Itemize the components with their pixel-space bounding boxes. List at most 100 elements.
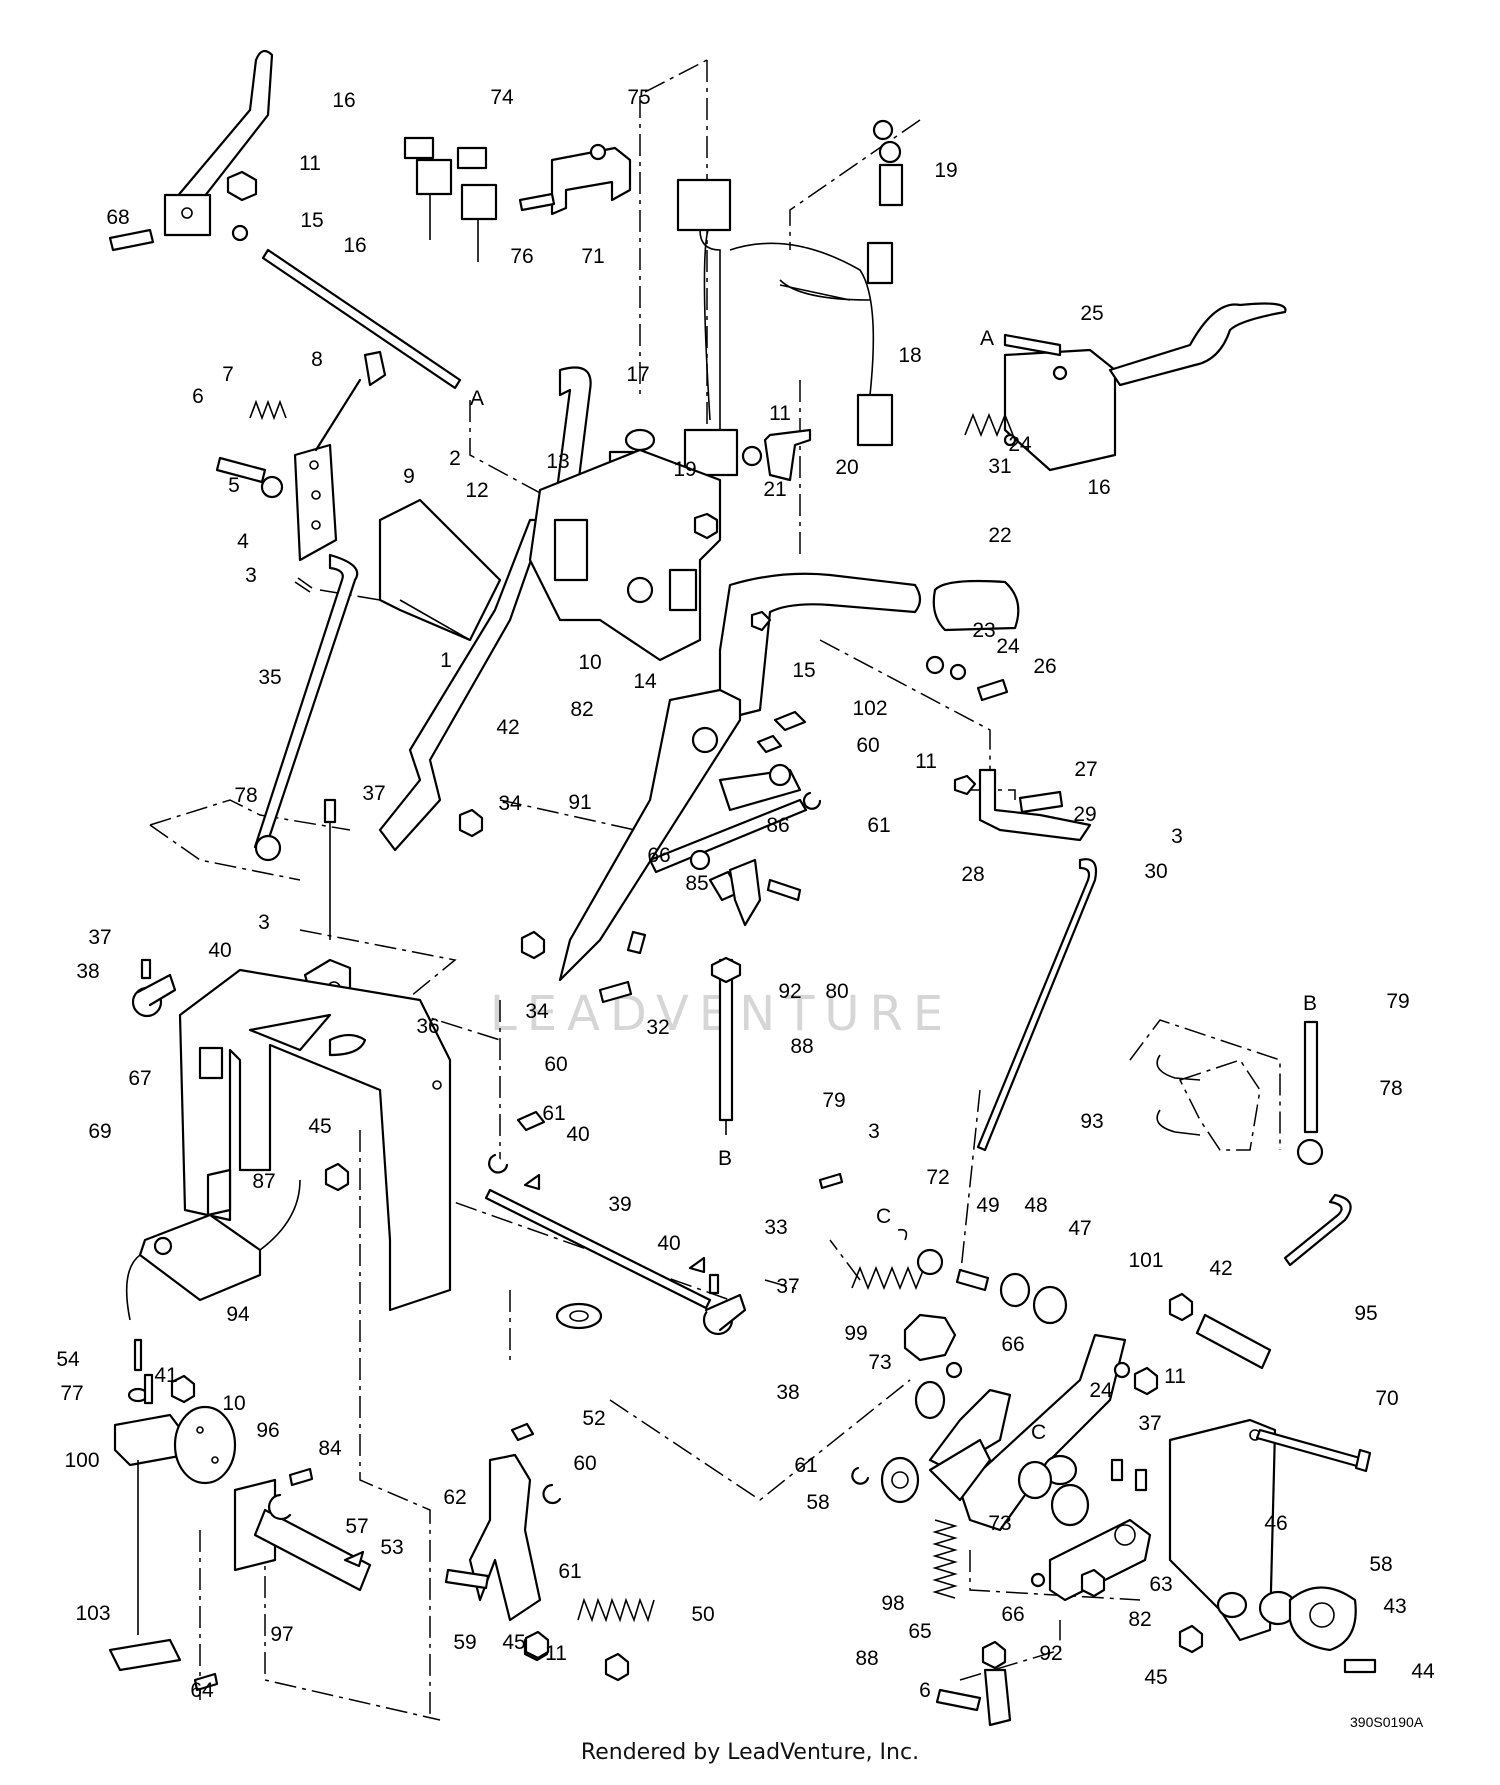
callout-c82b: 82 — [1128, 1608, 1151, 1631]
callout-c102: 102 — [852, 697, 887, 720]
part-13-panel-assembly — [528, 448, 722, 662]
part-15-washer — [231, 224, 249, 242]
callout-c34a: 34 — [498, 792, 522, 815]
callout-c78b: 78 — [1379, 1077, 1402, 1100]
part-101-arm-assembly: C — [928, 1333, 1127, 1532]
callout-c74: 74 — [490, 86, 514, 109]
callout-c34b: 34 — [525, 1000, 549, 1023]
callout-c21: 21 — [763, 478, 786, 501]
callout-c19b: 19 — [673, 458, 696, 481]
callout-c2: 2 — [449, 447, 461, 470]
callout-c37a: 37 — [362, 782, 385, 805]
part-59-bracket-62-60-61-45-50 — [444, 1422, 655, 1682]
callout-c36: 36 — [416, 1015, 439, 1038]
callout-c33: 33 — [764, 1216, 787, 1239]
callout-c76: 76 — [510, 245, 533, 268]
callout-c35: 35 — [258, 666, 281, 689]
callout-c37b: 37 — [88, 926, 111, 949]
callout-c18: 18 — [898, 344, 921, 367]
part-27-28-29-bracket — [953, 768, 1092, 842]
callout-c58b: 58 — [1369, 1553, 1392, 1576]
callout-c11e: 11 — [545, 1642, 567, 1665]
diagram-code: 390S0190A — [1350, 1714, 1424, 1730]
part-73-63-82-link — [1017, 1460, 1152, 1602]
part-67-frame — [178, 968, 452, 1312]
callout-c16b: 16 — [343, 234, 366, 257]
callout-c20: 20 — [835, 456, 858, 479]
callout-c39: 39 — [608, 1193, 631, 1216]
callout-c63: 63 — [1149, 1573, 1172, 1596]
svg-text:C: C — [1031, 1421, 1046, 1444]
part-35-rod — [253, 553, 359, 862]
callout-c10b: 10 — [222, 1392, 245, 1415]
callout-c24c: 24 — [1089, 1379, 1113, 1402]
part-96-97-shaft-assembly — [173, 1405, 372, 1692]
part-45-nut-center-left — [524, 1630, 550, 1660]
part-70-bolt — [1255, 1428, 1372, 1473]
svg-text:C: C — [876, 1205, 891, 1228]
callout-c94: 94 — [226, 1303, 250, 1326]
callout-c66c: 66 — [1001, 1603, 1024, 1626]
callout-c71: 71 — [581, 245, 604, 268]
callout-c10a: 10 — [578, 651, 601, 674]
svg-text:A: A — [470, 387, 484, 410]
callout-c48: 48 — [1024, 1194, 1047, 1217]
callout-c61b: 61 — [542, 1102, 565, 1125]
part-37-setscrew-right — [1110, 1458, 1148, 1492]
part-46-plate — [1168, 1418, 1277, 1642]
callout-c77: 77 — [60, 1382, 83, 1405]
callout-c17: 17 — [626, 363, 649, 386]
callout-c101: 101 — [1128, 1249, 1163, 1272]
callout-c99: 99 — [844, 1322, 867, 1345]
callout-c52: 52 — [582, 1407, 605, 1430]
callout-c84: 84 — [318, 1437, 342, 1460]
callout-c75: 75 — [627, 86, 650, 109]
part-6-bolt-5-spacer — [215, 456, 284, 499]
callout-c88b: 88 — [855, 1647, 878, 1670]
part-16-shift-lever-upper — [163, 49, 274, 237]
assembly-lines — [149, 59, 1281, 1721]
callout-c14: 14 — [633, 670, 657, 693]
callout-c3c: 3 — [258, 911, 270, 934]
callout-c15a: 15 — [300, 209, 323, 232]
callout-c43: 43 — [1383, 1595, 1406, 1618]
callout-c57: 57 — [345, 1515, 368, 1538]
part-54-77-41-100-103-left-assembly — [108, 1338, 196, 1672]
callout-c32: 32 — [646, 1016, 669, 1039]
callout-c73a: 73 — [868, 1351, 891, 1374]
callout-c31: 31 — [988, 455, 1011, 478]
callout-c40a: 40 — [208, 939, 231, 962]
callout-c86: 86 — [766, 814, 789, 837]
callout-c100: 100 — [64, 1449, 99, 1472]
callout-c4: 4 — [237, 530, 249, 553]
part-58-43-44-bearing — [1178, 1586, 1377, 1674]
callout-c30: 30 — [1144, 860, 1167, 883]
part-20-clip — [741, 428, 812, 482]
part-31-spring — [964, 412, 1017, 447]
callout-c24b: 24 — [996, 635, 1020, 658]
callout-c29: 29 — [1073, 803, 1096, 826]
callout-c60b: 60 — [544, 1053, 567, 1076]
callout-c45a: 45 — [308, 1115, 331, 1138]
callout-c1: 1 — [440, 649, 452, 672]
callout-c69: 69 — [88, 1120, 111, 1143]
callout-c68: 68 — [106, 206, 129, 229]
callout-c11d: 11 — [1164, 1365, 1186, 1388]
callout-c92a: 92 — [778, 980, 801, 1003]
part-98-65-spring-88-92 — [932, 1519, 1012, 1727]
callout-c5: 5 — [228, 474, 240, 497]
callout-c65: 65 — [908, 1620, 931, 1643]
part-24-11-washer-nut — [1113, 1361, 1159, 1396]
part-1-handle-left — [378, 366, 592, 852]
part-68-bolt — [108, 228, 155, 252]
callout-c78a: 78 — [234, 784, 257, 807]
part-42-51-spacer — [1168, 1292, 1272, 1370]
callout-c22: 22 — [988, 524, 1011, 547]
callout-c60c: 60 — [573, 1452, 596, 1475]
part-52-washer — [555, 1302, 603, 1330]
callout-c49: 49 — [976, 1194, 999, 1217]
part-23-24-26-hardware — [925, 655, 1009, 702]
svg-text:A: A — [980, 327, 994, 350]
part-30-rod — [976, 858, 1098, 1152]
callout-c40b: 40 — [566, 1123, 589, 1146]
